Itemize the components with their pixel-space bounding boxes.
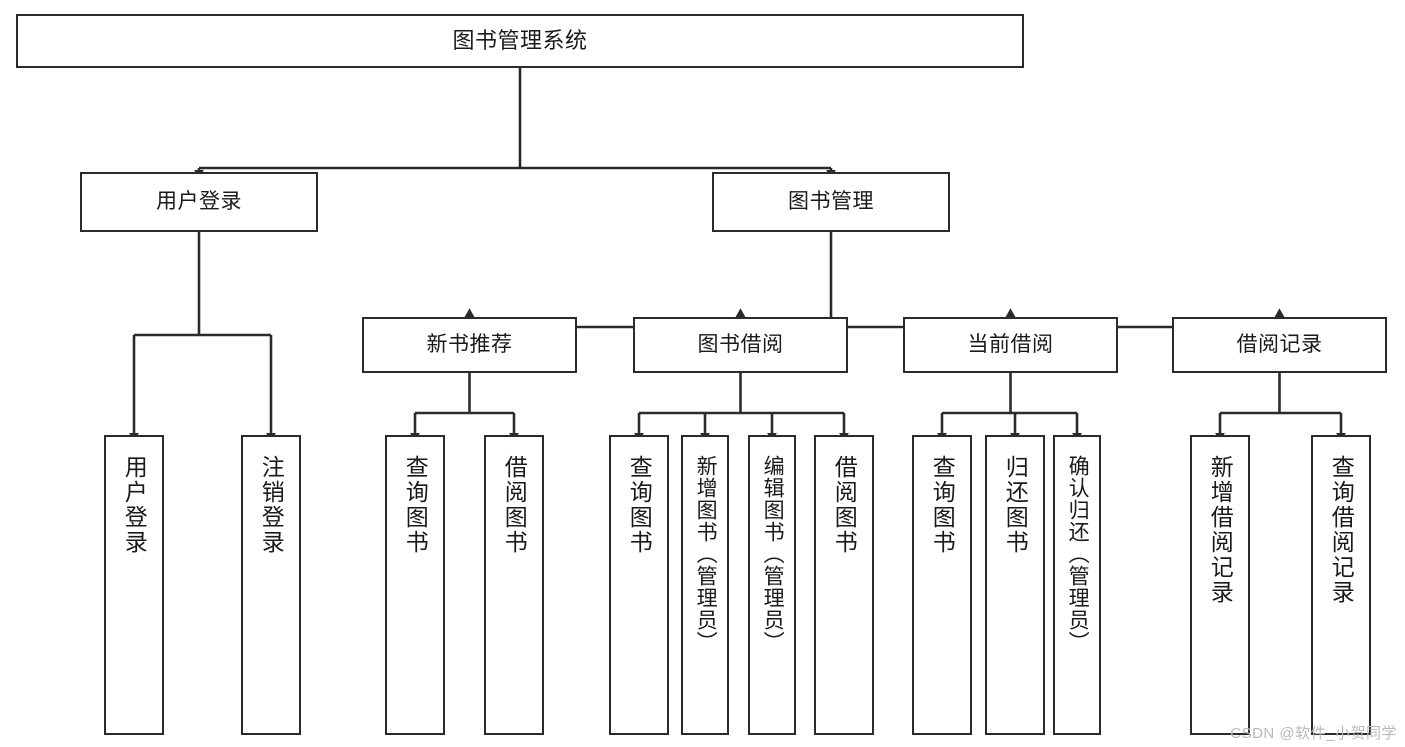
node-leaf-edit-book[interactable]: 编辑图书（管理员） xyxy=(748,435,796,735)
node-book-borrow[interactable]: 图书借阅 xyxy=(633,317,848,373)
node-label: 借阅图书 xyxy=(831,455,858,555)
node-leaf-query-book-borrow[interactable]: 查询图书 xyxy=(609,435,669,735)
node-label: 用户登录 xyxy=(156,189,242,213)
node-leaf-borrow-book[interactable]: 借阅图书 xyxy=(814,435,874,735)
node-leaf-query-borrow-record[interactable]: 查询借阅记录 xyxy=(1311,435,1371,735)
node-label: 查询图书 xyxy=(929,455,956,555)
node-leaf-user-login[interactable]: 用户登录 xyxy=(104,435,164,735)
node-label: 查询图书 xyxy=(402,455,429,555)
node-leaf-add-book[interactable]: 新增图书（管理员） xyxy=(681,435,729,735)
node-label: 当前借阅 xyxy=(967,332,1054,356)
node-leaf-add-borrow-record[interactable]: 新增借阅记录 xyxy=(1190,435,1250,735)
node-label: 借阅记录 xyxy=(1236,332,1323,356)
node-label: 确认归还（管理员） xyxy=(1066,455,1090,653)
node-root[interactable]: 图书管理系统 xyxy=(16,14,1024,68)
node-label: 新增图书（管理员） xyxy=(694,455,718,653)
node-leaf-logout[interactable]: 注销登录 xyxy=(241,435,301,735)
node-label: 图书借阅 xyxy=(697,332,784,356)
node-label: 注销登录 xyxy=(258,455,285,555)
node-new-book-recommend[interactable]: 新书推荐 xyxy=(362,317,577,373)
node-current-borrow[interactable]: 当前借阅 xyxy=(903,317,1118,373)
node-book-management[interactable]: 图书管理 xyxy=(712,172,950,232)
node-label: 新书推荐 xyxy=(426,332,513,356)
node-label: 编辑图书（管理员） xyxy=(761,455,785,653)
node-leaf-query-book-recommend[interactable]: 查询图书 xyxy=(385,435,445,735)
node-label: 图书管理系统 xyxy=(452,28,588,54)
node-label: 新增借阅记录 xyxy=(1207,455,1234,605)
node-label: 图书管理 xyxy=(788,189,874,213)
node-label: 借阅图书 xyxy=(501,455,528,555)
node-borrow-record[interactable]: 借阅记录 xyxy=(1172,317,1387,373)
node-leaf-borrow-book-recommend[interactable]: 借阅图书 xyxy=(484,435,544,735)
node-label: 查询借阅记录 xyxy=(1328,455,1355,605)
node-label: 归还图书 xyxy=(1002,455,1029,555)
node-user-login[interactable]: 用户登录 xyxy=(80,172,318,232)
node-label: 用户登录 xyxy=(121,455,148,555)
watermark: CSDN @软件_小贺同学 xyxy=(1230,725,1397,742)
node-label: 查询图书 xyxy=(626,455,653,555)
node-leaf-return-book[interactable]: 归还图书 xyxy=(985,435,1045,735)
node-leaf-query-book-current[interactable]: 查询图书 xyxy=(912,435,972,735)
node-leaf-confirm-return[interactable]: 确认归还（管理员） xyxy=(1053,435,1101,735)
